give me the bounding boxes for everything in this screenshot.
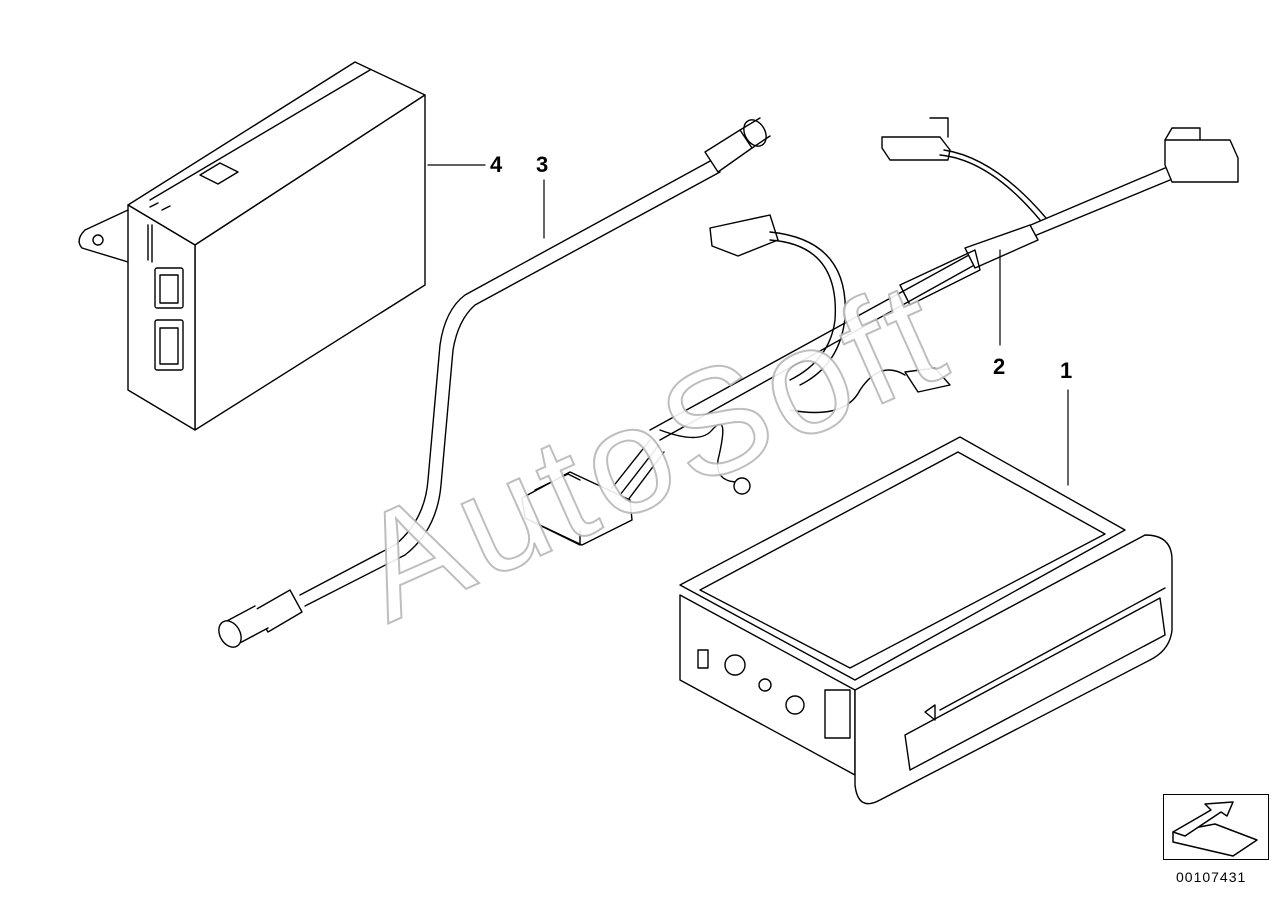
- wiring-harness-part-2: [521, 117, 1239, 546]
- callout-part-1[interactable]: 1: [1060, 358, 1073, 383]
- navigation-arrow-icon[interactable]: [1163, 794, 1269, 860]
- callout-part-4[interactable]: 4: [490, 152, 503, 177]
- callout-part-2[interactable]: 2: [993, 354, 1006, 379]
- callout-part-3[interactable]: 3: [536, 152, 549, 177]
- control-module-part-4: [78, 61, 426, 431]
- diagram-number: 00107431: [1176, 869, 1247, 885]
- antenna-cable-part-3: [218, 117, 771, 648]
- radio-unit-part-1: [679, 436, 1173, 805]
